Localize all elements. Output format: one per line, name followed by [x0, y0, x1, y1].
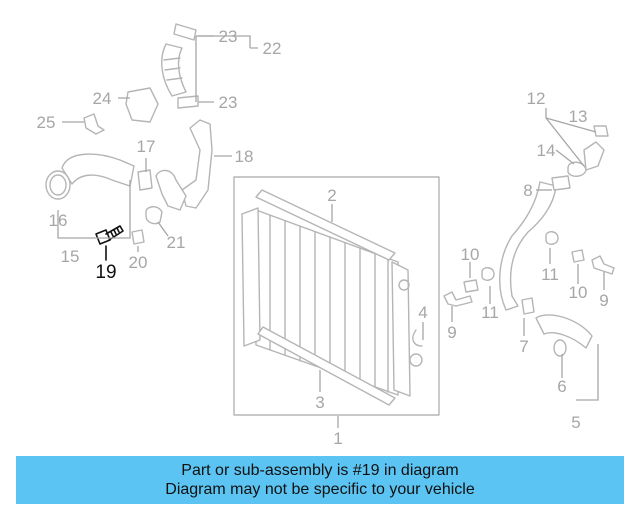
screw-25: [83, 113, 105, 135]
grommet-11-left: [481, 267, 495, 281]
o-ring-6: [553, 339, 567, 357]
intercooler-assembly: [233, 176, 440, 416]
bolt-19-shank: [105, 225, 124, 241]
callout-9-left: 9: [447, 323, 456, 342]
right-pipes: [443, 125, 615, 357]
grommet-11-right: [545, 231, 559, 245]
callout-10-right: 10: [569, 283, 588, 302]
bottom-seal-strip: [257, 326, 396, 406]
callout-9-right: 9: [599, 291, 608, 310]
clamp-8: [551, 175, 571, 191]
callout-17: 17: [137, 137, 156, 156]
right-end-tank: [391, 261, 411, 397]
hose-5: [535, 314, 593, 349]
o-ring-16-inner: [49, 174, 67, 196]
left-end-tank: [241, 207, 261, 347]
pipe-right-main: [499, 181, 557, 311]
core-fins: [269, 214, 389, 393]
bolt-19-highlighted: [95, 225, 124, 245]
leader-lines: [57, 35, 605, 428]
bolt-9-left: [443, 291, 473, 307]
callout-14: 14: [537, 141, 556, 160]
clamp-23-lower: [177, 95, 199, 109]
parts-diagram: 1 2 3 4 5 6 7 8 9 9 10 10 11 11 12 13 14…: [37, 23, 615, 448]
callout-1: 1: [333, 429, 342, 448]
o-ring-16: [45, 170, 71, 200]
callout-4: 4: [418, 303, 427, 322]
callout-25: 25: [37, 113, 56, 132]
banner-line-disclaimer: Diagram may not be specific to your vehi…: [165, 481, 475, 498]
callout-21: 21: [167, 233, 186, 252]
callout-16: 16: [49, 211, 68, 230]
callout-22: 22: [263, 39, 282, 58]
callout-10-left: 10: [461, 245, 480, 264]
hose-15: [61, 153, 135, 187]
pipe-18: [181, 119, 213, 209]
bracket-17: [137, 169, 153, 191]
callout-2: 2: [327, 186, 336, 205]
callout-11-left: 11: [481, 303, 499, 322]
callout-23-upper: 23: [219, 27, 238, 46]
banner-line-part: Part or sub-assembly is #19 in diagram: [181, 462, 459, 479]
clip-4-shape: [412, 329, 423, 347]
clamp-13: [593, 125, 609, 137]
top-seal-strip: [255, 189, 396, 261]
callout-15: 15: [61, 247, 80, 266]
callout-5: 5: [571, 413, 580, 432]
clip-10-left: [463, 279, 479, 293]
clip-7: [521, 297, 535, 315]
callout-6: 6: [557, 377, 566, 396]
callout-8: 8: [523, 181, 532, 200]
right-tank-port: [398, 279, 410, 291]
bolt-9-right: [591, 255, 615, 275]
callout-20: 20: [129, 253, 148, 272]
callout-23-lower: 23: [219, 93, 238, 112]
clip-10-right: [571, 249, 585, 263]
assembly-frame: [233, 176, 440, 416]
clip-20: [131, 229, 145, 245]
callout-11-right: 11: [541, 265, 559, 284]
pipe-elbow-18: [155, 169, 187, 211]
callout-18: 18: [235, 147, 254, 166]
upper-hoses: [83, 23, 213, 225]
connector-13: [583, 141, 605, 171]
callout-24: 24: [93, 89, 112, 108]
callout-3: 3: [315, 393, 324, 412]
right-tank-outlet: [409, 353, 423, 367]
left-hose-set: [45, 153, 145, 245]
grommet-21: [145, 206, 163, 225]
clamp-23-upper: [173, 23, 197, 41]
hose-22: [161, 43, 187, 97]
callout-7: 7: [519, 337, 528, 356]
connector-24: [125, 87, 159, 123]
bolt-19-thread: [110, 227, 120, 237]
hose-22-ribs: [163, 57, 183, 81]
info-banner: Part or sub-assembly is #19 in diagram D…: [16, 456, 624, 504]
callout-13: 13: [569, 107, 588, 126]
callout-12: 12: [527, 89, 546, 108]
callout-19: 19: [95, 262, 116, 283]
callout-labels: 1 2 3 4 5 6 7 8 9 9 10 10 11 11 12 13 14…: [37, 27, 609, 448]
